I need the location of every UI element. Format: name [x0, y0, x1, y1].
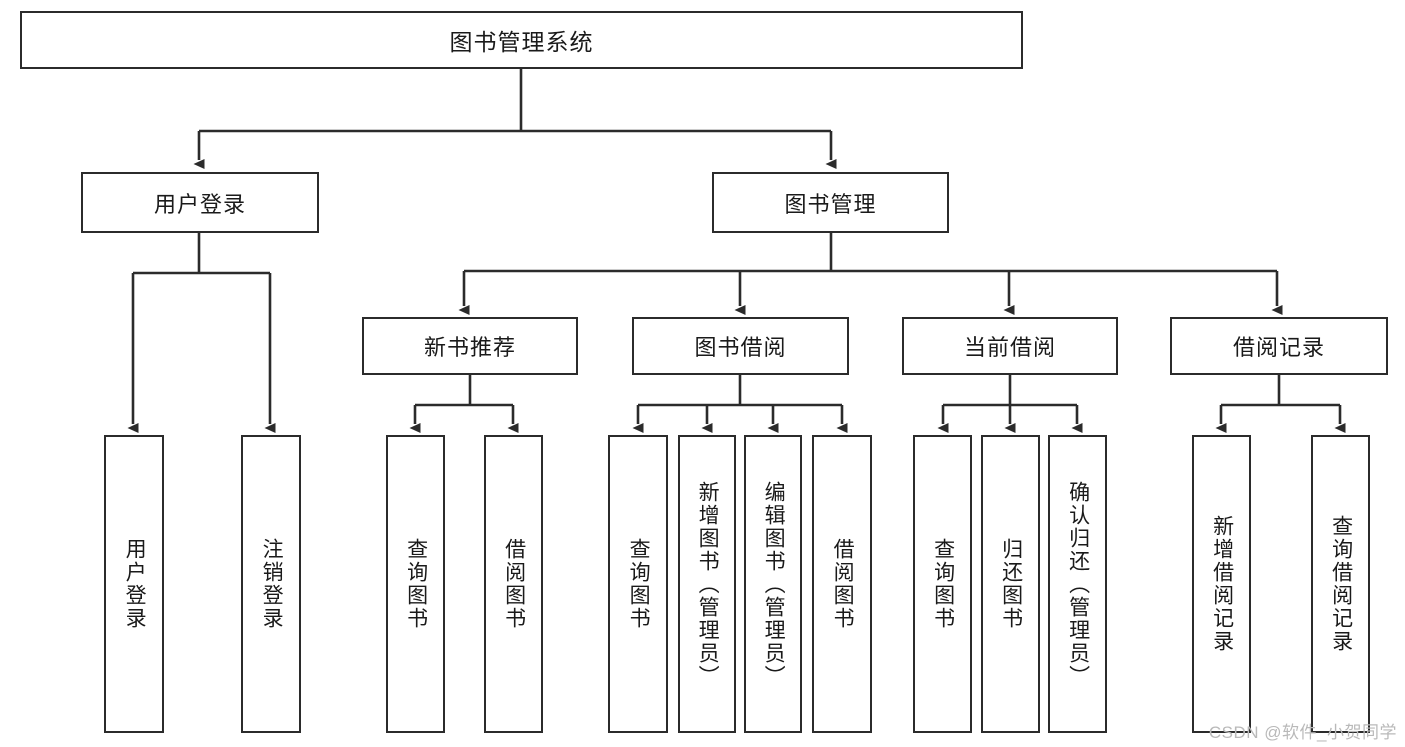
leaf-query-borrow-record[interactable]: 查询借阅记录 — [1311, 435, 1370, 733]
leaf-label: 查询图书 — [931, 538, 955, 630]
leaf-borrow-book-recommend[interactable]: 借阅图书 — [484, 435, 543, 733]
leaf-label: 借阅图书 — [831, 538, 855, 630]
leaf-confirm-return-admin[interactable]: 确认归还（管理员） — [1048, 435, 1107, 733]
leaf-label: 注销登录 — [260, 538, 284, 630]
leaf-logout[interactable]: 注销登录 — [241, 435, 301, 733]
leaf-edit-book-admin[interactable]: 编辑图书（管理员） — [744, 435, 802, 733]
leaf-query-book-borrow[interactable]: 查询图书 — [608, 435, 668, 733]
leaf-label: 借阅图书 — [502, 538, 526, 630]
leaf-add-book-admin[interactable]: 新增图书（管理员） — [678, 435, 736, 733]
leaf-label: 用户登录 — [123, 538, 147, 630]
node-current-borrow[interactable]: 当前借阅 — [902, 317, 1118, 375]
leaf-label: 编辑图书（管理员） — [762, 480, 786, 688]
node-root-system[interactable]: 图书管理系统 — [20, 11, 1023, 69]
node-borrow-record[interactable]: 借阅记录 — [1170, 317, 1388, 375]
node-book-management[interactable]: 图书管理 — [712, 172, 949, 233]
leaf-user-login[interactable]: 用户登录 — [104, 435, 164, 733]
leaf-label: 归还图书 — [999, 538, 1023, 630]
leaf-query-book-current[interactable]: 查询图书 — [913, 435, 972, 733]
leaf-label: 查询图书 — [404, 538, 428, 630]
leaf-label: 新增借阅记录 — [1210, 515, 1234, 653]
leaf-return-book[interactable]: 归还图书 — [981, 435, 1040, 733]
leaf-borrow-book[interactable]: 借阅图书 — [812, 435, 872, 733]
node-user-login[interactable]: 用户登录 — [81, 172, 319, 233]
leaf-label: 查询图书 — [627, 538, 651, 630]
leaf-query-book-recommend[interactable]: 查询图书 — [386, 435, 445, 733]
leaf-label: 确认归还（管理员） — [1066, 480, 1090, 688]
leaf-add-borrow-record[interactable]: 新增借阅记录 — [1192, 435, 1251, 733]
node-new-book-recommend[interactable]: 新书推荐 — [362, 317, 578, 375]
leaf-label: 新增图书（管理员） — [696, 480, 720, 688]
leaf-label: 查询借阅记录 — [1329, 515, 1353, 653]
node-book-borrow[interactable]: 图书借阅 — [632, 317, 849, 375]
